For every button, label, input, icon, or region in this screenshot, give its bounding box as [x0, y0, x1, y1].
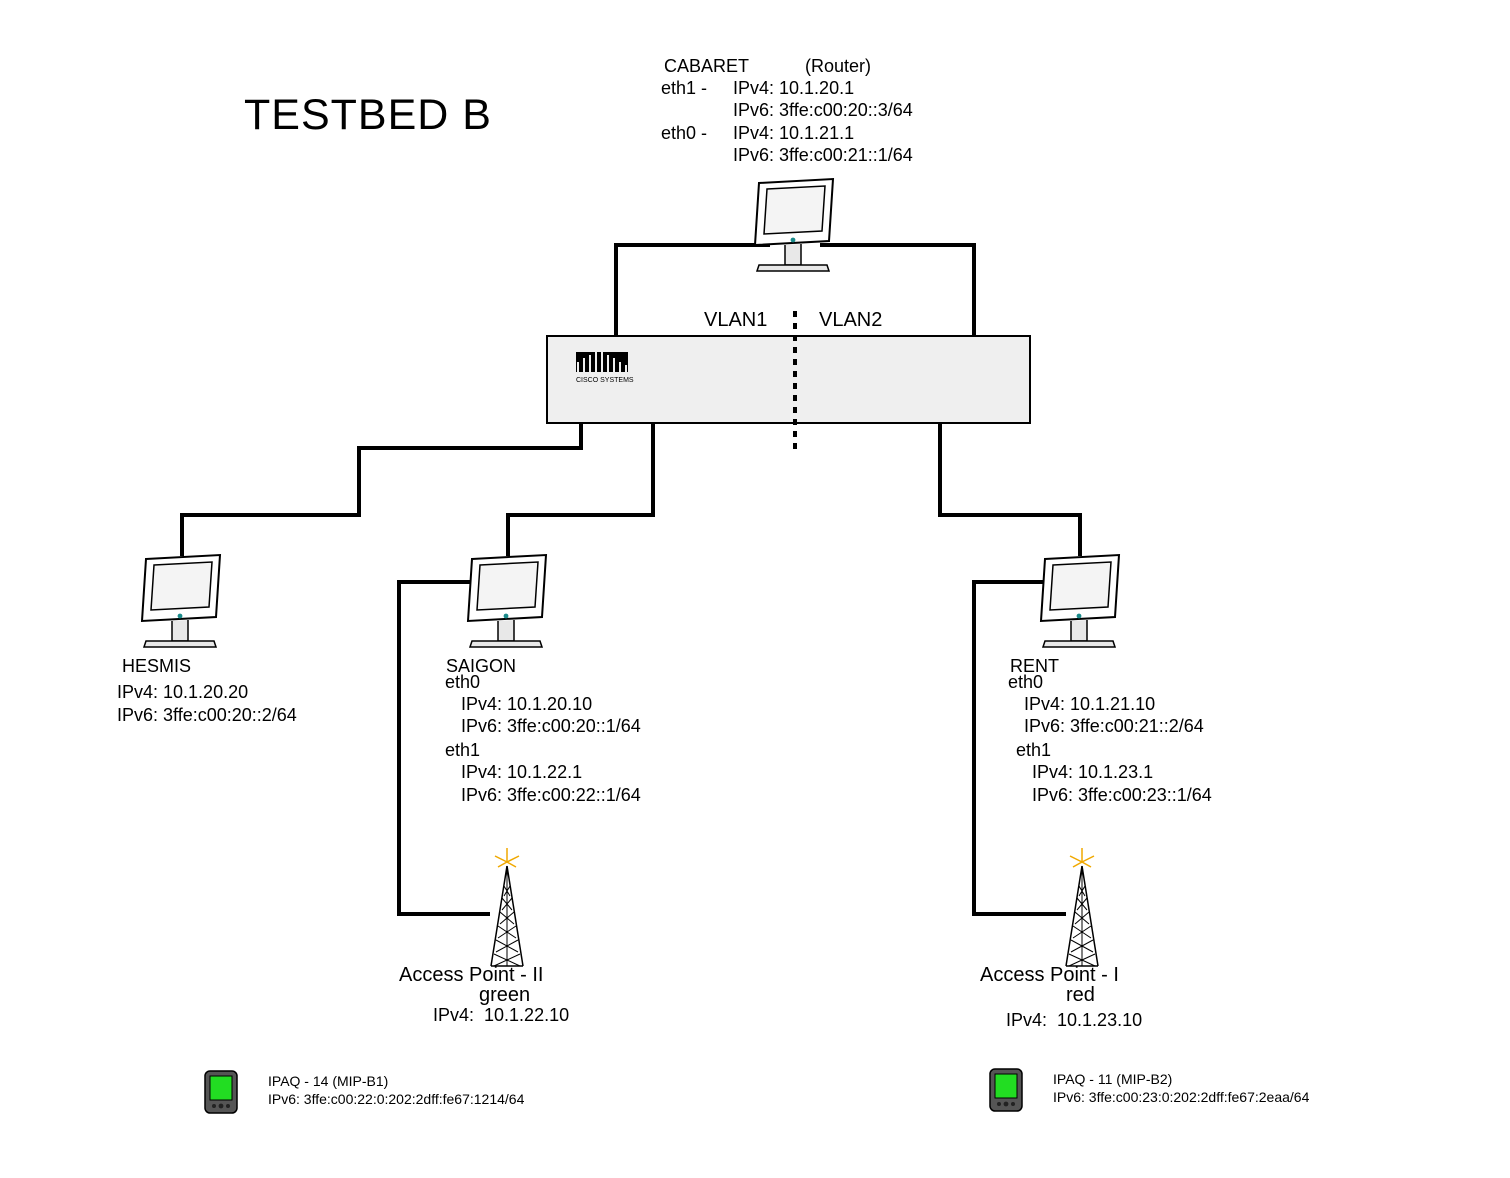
hesmis-name: HESMIS [122, 656, 192, 676]
cisco-logo-text: CISCO SYSTEMS [576, 377, 634, 384]
access-point-i-antenna-icon[interactable] [1065, 847, 1099, 967]
link-router-vlan2 [820, 243, 976, 338]
access-point-i-name: Access Point - I [980, 964, 1119, 986]
saigon-name: SAIGON [446, 656, 517, 676]
vlan2-label: VLAN2 [819, 309, 883, 331]
diagram-title: TESTBED B [244, 91, 492, 139]
saigon-eth1-label: eth1 [445, 740, 481, 760]
link-switch-rent [938, 421, 1082, 556]
ipaq-14-ipv6: IPv6: 3ffe:c00:22:0:202:2dff:fe67:1214/6… [268, 1091, 525, 1107]
access-point-i-color: red [1066, 984, 1095, 1006]
cisco-switch: CISCO SYSTEMS [546, 335, 1031, 424]
ipaq-11-name: IPAQ - 11 (MIP-B2) [1053, 1071, 1173, 1087]
saigon-eth0-ipv6: IPv6: 3ffe:c00:20::1/64 [461, 716, 641, 736]
saigon-eth1-ipv6: IPv6: 3ffe:c00:22::1/64 [461, 785, 641, 805]
link-rent-ap1 [972, 580, 1066, 916]
link-switch-hesmis [180, 421, 583, 556]
router-cabaret-monitor-icon[interactable] [754, 178, 834, 272]
ipaq-11-pda-icon[interactable] [989, 1068, 1023, 1112]
saigon-monitor-icon[interactable] [467, 554, 547, 648]
router-eth0-ipv4: IPv4: 10.1.21.1 [733, 123, 855, 143]
network-links [180, 243, 1082, 916]
hesmis-monitor-icon[interactable] [141, 554, 221, 648]
router-eth1-ipv6: IPv6: 3ffe:c00:20::3/64 [733, 100, 913, 120]
access-point-ii-color: green [479, 984, 531, 1006]
rent-eth1-ipv4: IPv4: 10.1.23.1 [1032, 762, 1154, 782]
vlan1-label: VLAN1 [704, 309, 768, 331]
rent-eth0-label: eth0 [1008, 672, 1044, 692]
saigon-eth1-ipv4: IPv4: 10.1.22.1 [461, 762, 583, 782]
hesmis-ipv4: IPv4: 10.1.20.20 [117, 682, 249, 702]
hesmis-ipv6: IPv6: 3ffe:c00:20::2/64 [117, 705, 297, 725]
access-point-ii-name: Access Point - II [399, 964, 544, 986]
ipaq-14-name: IPAQ - 14 (MIP-B1) [268, 1073, 389, 1089]
rent-eth0-ipv4: IPv4: 10.1.21.10 [1024, 694, 1156, 714]
router-eth0-ipv6: IPv6: 3ffe:c00:21::1/64 [733, 145, 913, 165]
rent-eth1-label: eth1 [1016, 740, 1052, 760]
access-point-ii-antenna-icon[interactable] [490, 847, 524, 967]
link-switch-saigon [506, 421, 655, 556]
link-saigon-ap2 [397, 580, 490, 916]
rent-eth0-ipv6: IPv6: 3ffe:c00:21::2/64 [1024, 716, 1204, 736]
router-name: CABARET [664, 56, 750, 76]
ipaq-14-pda-icon[interactable] [204, 1070, 238, 1114]
router-eth1-label: eth1 - [661, 78, 708, 98]
ipaq-11-ipv6: IPv6: 3ffe:c00:23:0:202:2dff:fe67:2eaa/6… [1053, 1089, 1310, 1105]
link-router-vlan1 [614, 243, 770, 338]
rent-name: RENT [1010, 656, 1059, 676]
cisco-logo-icon: CISCO SYSTEMS [576, 352, 634, 384]
rent-eth1-ipv6: IPv6: 3ffe:c00:23::1/64 [1032, 785, 1212, 805]
rent-monitor-icon[interactable] [1040, 554, 1120, 648]
saigon-eth0-ipv4: IPv4: 10.1.20.10 [461, 694, 593, 714]
router-role: (Router) [805, 56, 872, 76]
access-point-ii-ipv4: IPv4: 10.1.22.10 [433, 1005, 570, 1025]
router-eth0-label: eth0 - [661, 123, 708, 143]
saigon-eth0-label: eth0 [445, 672, 481, 692]
access-point-i-ipv4: IPv4: 10.1.23.10 [1006, 1010, 1143, 1030]
router-eth1-ipv4: IPv4: 10.1.20.1 [733, 78, 855, 98]
